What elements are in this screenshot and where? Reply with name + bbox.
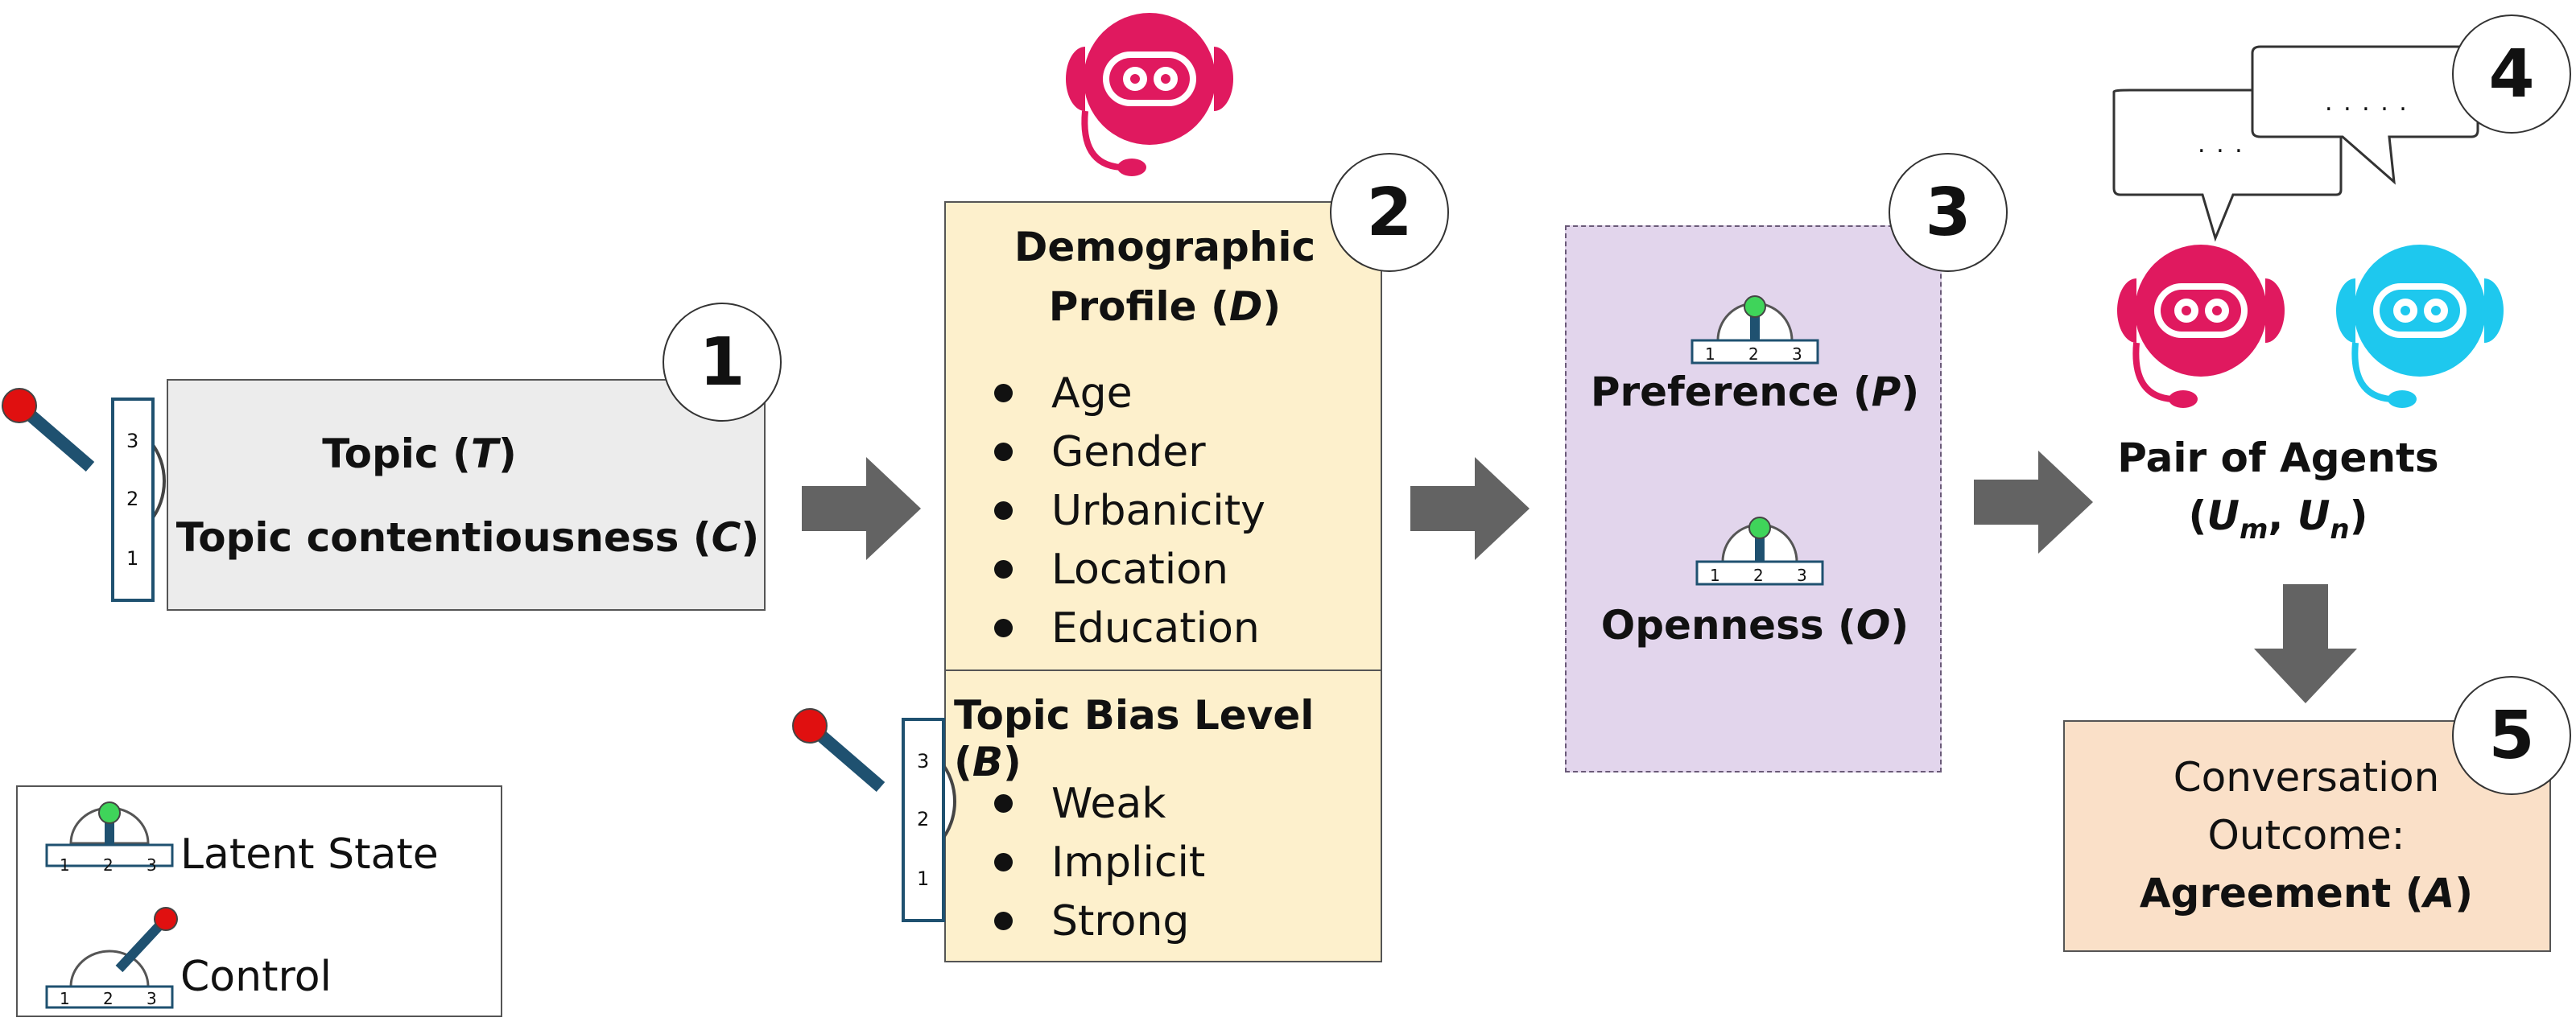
flow-arrow-4: [2254, 584, 2357, 703]
topic-contentiousness-label: Topic contentiousness (C): [175, 514, 760, 561]
step-number-4: 4: [2452, 14, 2571, 134]
openness-label: Openness (O): [1600, 602, 1909, 649]
topic-label: Topic (T): [322, 431, 517, 477]
pair-of-agents-vars: (Um, Un): [2188, 492, 2368, 546]
flow-arrow-1: [802, 457, 921, 560]
profile-title: Demographic Profile (D): [1013, 224, 1316, 330]
bias-item: Strong: [994, 892, 1205, 950]
profile-item: Education: [994, 599, 1265, 657]
flow-arrow-2: [1410, 457, 1530, 560]
latent-state-icon: [45, 801, 174, 867]
outcome-line2: Outcome:: [2207, 812, 2405, 859]
legend-box: 1 2 3 Latent State 1 2 3 Control: [16, 785, 502, 1017]
profile-item: Gender: [994, 422, 1265, 481]
bias-control-lever-icon: 3 2 1: [791, 707, 956, 924]
robot-cyan-icon: [2334, 245, 2544, 415]
topic-box: Topic (T) Topic contentiousness (C): [167, 379, 766, 611]
gauge-tick: 1: [1705, 344, 1715, 364]
outcome-line1: Conversation: [2173, 754, 2440, 801]
outcome-line3: Agreement (A): [2139, 870, 2474, 917]
speech-bubbles-icon: [2112, 45, 2479, 242]
pair-of-agents-title: Pair of Agents: [2117, 435, 2439, 481]
bubble-right-dots: . . . . .: [2325, 89, 2409, 117]
lever-tick-1: 1: [917, 867, 930, 890]
demographic-profile-box: Demographic Profile (D) Age Gender Urban…: [944, 201, 1382, 670]
legend-latent-label: Latent State: [180, 830, 439, 879]
bias-item: Implicit: [994, 833, 1205, 892]
gauge-tick: 3: [1792, 344, 1802, 364]
legend-tick: 1: [60, 855, 70, 875]
topic-bias-title: Topic Bias Level (B): [954, 692, 1315, 785]
profile-item: Urbanicity: [994, 481, 1265, 540]
lever-tick-3: 3: [126, 430, 139, 452]
latent-states-box: 1 2 3 Preference (P) 1 2 3 Openness (O): [1565, 225, 1942, 772]
flow-arrow-3: [1974, 451, 2093, 554]
profile-item: Location: [994, 540, 1265, 599]
legend-control-label: Control: [180, 953, 332, 1001]
gauge-tick: 2: [1748, 344, 1759, 364]
robot-pink-top-icon: [1064, 13, 1274, 183]
openness-gauge-icon: [1695, 517, 1824, 586]
lever-tick-3: 3: [917, 750, 930, 772]
gauge-tick: 2: [1753, 566, 1764, 585]
gauge-tick: 1: [1710, 566, 1720, 585]
preference-label: Preference (P): [1590, 369, 1920, 415]
legend-tick: 3: [147, 989, 157, 1008]
control-lever-icon: 3 2 1: [0, 386, 166, 604]
legend-tick: 2: [103, 855, 114, 875]
bubble-left-dots: . . .: [2198, 130, 2244, 159]
profile-list: Age Gender Urbanicity Location Education: [994, 364, 1265, 657]
bias-list: Weak Implicit Strong: [994, 774, 1205, 950]
step-number-1: 1: [663, 303, 782, 422]
lever-tick-2: 2: [917, 808, 930, 830]
legend-tick: 2: [103, 989, 114, 1008]
topic-bias-box: Topic Bias Level (B) Weak Implicit Stron…: [944, 670, 1382, 962]
robot-pink-icon: [2116, 245, 2325, 415]
legend-tick: 3: [147, 855, 157, 875]
profile-item: Age: [994, 364, 1265, 422]
step-number-5: 5: [2452, 676, 2571, 795]
lever-tick-2: 2: [126, 488, 139, 510]
bias-item: Weak: [994, 774, 1205, 833]
gauge-tick: 3: [1797, 566, 1807, 585]
lever-tick-1: 1: [126, 547, 139, 570]
preference-gauge-icon: [1690, 295, 1819, 365]
step-number-2: 2: [1330, 153, 1449, 272]
step-number-3: 3: [1889, 153, 2008, 272]
legend-tick: 1: [60, 989, 70, 1008]
control-icon: [45, 907, 178, 1009]
